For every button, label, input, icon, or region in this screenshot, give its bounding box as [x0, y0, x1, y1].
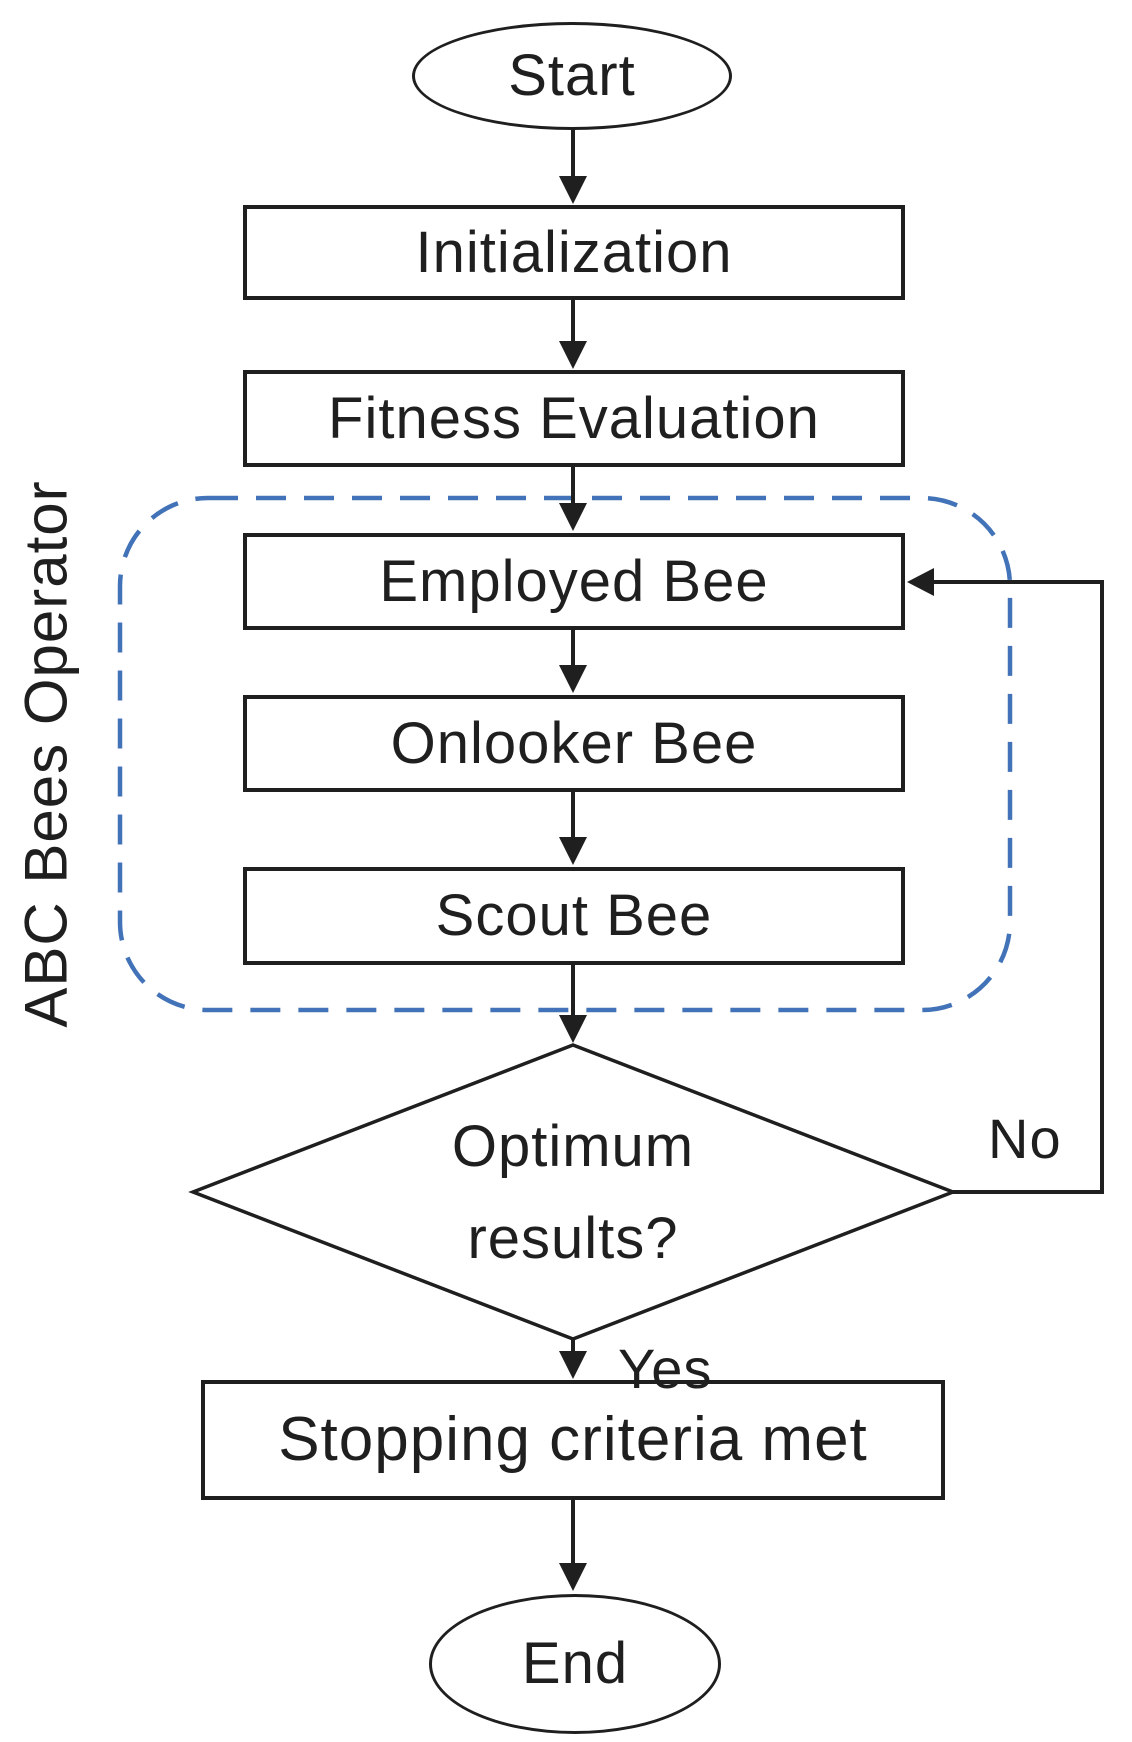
- fitness-evaluation-node: Fitness Evaluation: [243, 370, 905, 467]
- edge-no-arrowhead: [907, 568, 934, 596]
- edge-label-yes: Yes: [618, 1337, 713, 1400]
- start-node: Start: [412, 22, 732, 130]
- arrowhead: [559, 1563, 587, 1591]
- start-label: Start: [508, 43, 636, 109]
- initialization-node: Initialization: [243, 205, 905, 300]
- employed-bee-label: Employed Bee: [379, 548, 769, 614]
- scout-bee-label: Scout Bee: [435, 883, 713, 949]
- fitness-evaluation-label: Fitness Evaluation: [328, 385, 820, 451]
- arrowhead: [559, 665, 587, 693]
- scout-bee-node: Scout Bee: [243, 867, 905, 965]
- group-label: ABC Bees Operator: [12, 480, 80, 1028]
- end-label: End: [521, 1631, 629, 1697]
- arrowhead: [559, 837, 587, 865]
- decision-label: Optimum results?: [451, 1113, 695, 1271]
- onlooker-bee-label: Onlooker Bee: [390, 710, 758, 776]
- arrowhead: [559, 176, 587, 204]
- arrowhead: [559, 503, 587, 531]
- arrowhead: [559, 341, 587, 369]
- edge-no-line: [934, 580, 1104, 1194]
- onlooker-bee-node: Onlooker Bee: [243, 695, 905, 792]
- stopping-node: Stopping criteria met: [201, 1380, 945, 1500]
- arrowhead: [559, 1351, 587, 1379]
- edge-label-no: No: [988, 1107, 1062, 1170]
- end-node: End: [429, 1594, 721, 1734]
- stopping-label: Stopping criteria met: [278, 1404, 868, 1474]
- initialization-label: Initialization: [415, 219, 733, 285]
- employed-bee-node: Employed Bee: [243, 533, 905, 630]
- arrowhead: [559, 1015, 587, 1043]
- group-outline: [117, 495, 1013, 1013]
